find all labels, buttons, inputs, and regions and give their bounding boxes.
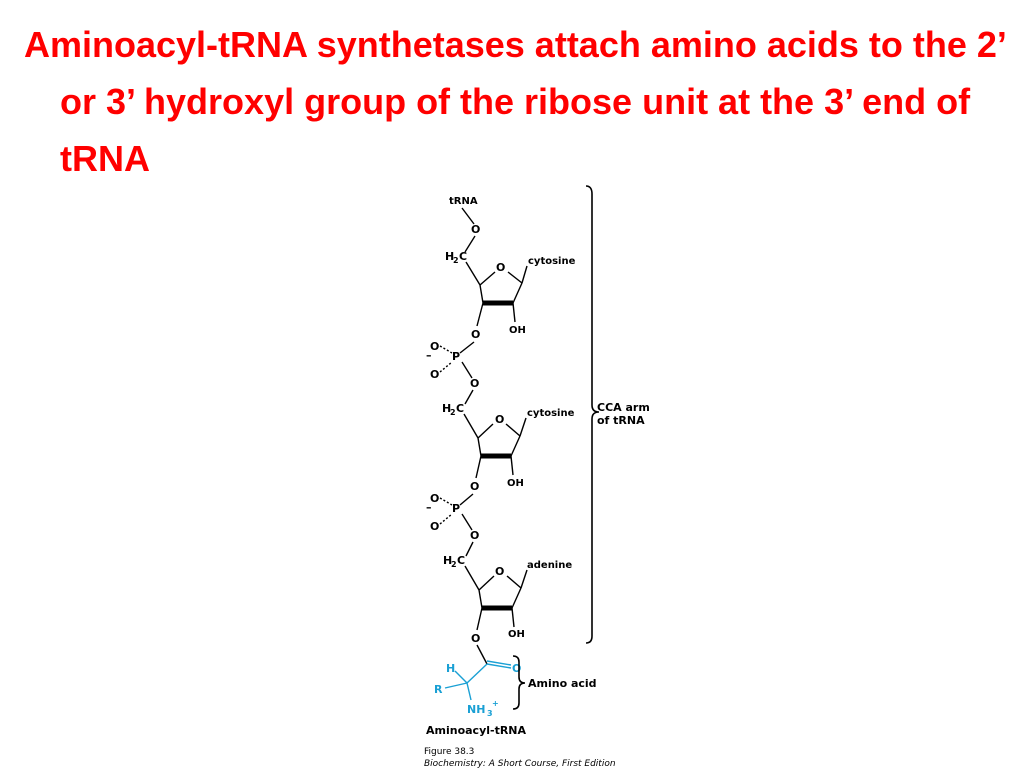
ch2-h: H [445,250,454,263]
carbonyl-bond [486,660,512,666]
amine-bond [466,682,472,701]
amine-nh: NH [467,703,485,716]
ch2-h: H [442,402,451,415]
ring-bond [478,575,495,591]
aminoacyl-trna-label: Aminoacyl-tRNA [426,724,527,737]
ring-oxygen: O [496,261,505,274]
r-group-bond [444,682,468,689]
base-label-1: cytosine [528,256,576,267]
ring-bond [505,423,521,437]
ch2-c: C [457,554,465,567]
cca-arm-label-line2: of tRNA [597,414,645,427]
amino-acid-brace [512,655,526,710]
ring-bond [479,284,484,304]
ring-oxygen: O [495,413,504,426]
trna-label: tRNA [449,196,478,207]
oxygen-atom: O [470,529,479,542]
nucleotide-2: H 2 C O cytosine OH O [442,402,575,493]
amine-subscript: 3 [487,709,493,718]
carbonyl-oxygen: O [512,662,521,675]
cca-arm-label-line1: CCA arm [597,401,650,414]
ring-oxygen: O [495,565,504,578]
oxygen-atom: O [471,223,480,236]
ch2-c: C [459,250,467,263]
ch2-subscript: 2 [453,256,459,265]
ch2-subscript: 2 [451,560,457,569]
ch2-h: H [443,554,452,567]
oxygen-atom: O [430,520,439,533]
phosphate-1: P O – O O [426,340,479,405]
figure-caption-number: Figure 38.3 [424,747,474,757]
ester-bond [476,644,488,665]
bond [459,341,475,354]
ring-bond [507,271,523,284]
bond [475,455,482,479]
ring-bond [478,589,483,609]
phosphorus-atom: P [452,350,460,363]
bond [465,261,481,286]
bond [459,493,474,506]
oxygen-atom: O [471,632,480,645]
bond [461,207,475,225]
bond [511,607,515,628]
bond [465,541,474,557]
r-group: R [434,683,443,696]
base-label-2: cytosine [527,408,575,419]
phosphate-2: P O – O O [426,492,479,557]
phosphorus-atom: P [452,502,460,515]
ring-bond [477,437,482,457]
hydroxyl-label: OH [507,478,524,489]
oxygen-atom: O [470,480,479,493]
alpha-h-bond [454,670,468,684]
bond [461,361,473,379]
ch2-subscript: 2 [450,408,456,417]
carbonyl-bond [486,663,512,669]
oxygen-atom: O [430,340,439,353]
alpha-hydrogen: H [446,662,455,675]
bond [439,513,453,525]
ch2-c: C [456,402,464,415]
negative-charge: – [426,349,432,362]
bond [464,389,474,405]
base-bond [520,569,528,589]
cca-arm-brace [585,185,600,644]
bond [464,565,480,591]
bond [464,235,476,253]
oxygen-atom: O [430,368,439,381]
bond [463,413,479,439]
nucleotide-1: H 2 C O cytosine OH O [445,250,576,341]
amino-acid-label: Amino acid [528,677,597,690]
amino-acid-group: O H R NH 3 + [434,644,521,718]
negative-charge: – [426,501,432,514]
bond [439,497,453,506]
nucleotide-3: H 2 C O adenine OH O [443,554,572,645]
bond [461,513,473,531]
ring-bond [512,282,523,304]
oxygen-atom: O [471,328,480,341]
hydroxyl-label: OH [509,325,526,336]
amine-charge: + [492,699,499,708]
bond [476,302,484,327]
oxygen-atom: O [470,377,479,390]
bond [512,302,516,323]
bond [439,361,453,373]
ring-bond [479,271,496,286]
base-label-3: adenine [527,560,572,571]
oxygen-atom: O [430,492,439,505]
ring-bond [506,575,522,589]
bond [476,607,483,631]
hydroxyl-label: OH [508,629,525,640]
slide-title: Aminoacyl-tRNA synthetases attach amino … [24,24,1005,179]
base-bond [521,265,528,284]
ring-bond [477,423,494,439]
ring-bond [510,435,521,457]
bond [510,455,514,476]
figure-caption-source: Biochemistry: A Short Course, First Edit… [424,759,616,768]
bond [439,345,453,354]
ring-bond [511,587,522,609]
base-bond [519,417,527,437]
alpha-carbon-bond [466,663,488,684]
